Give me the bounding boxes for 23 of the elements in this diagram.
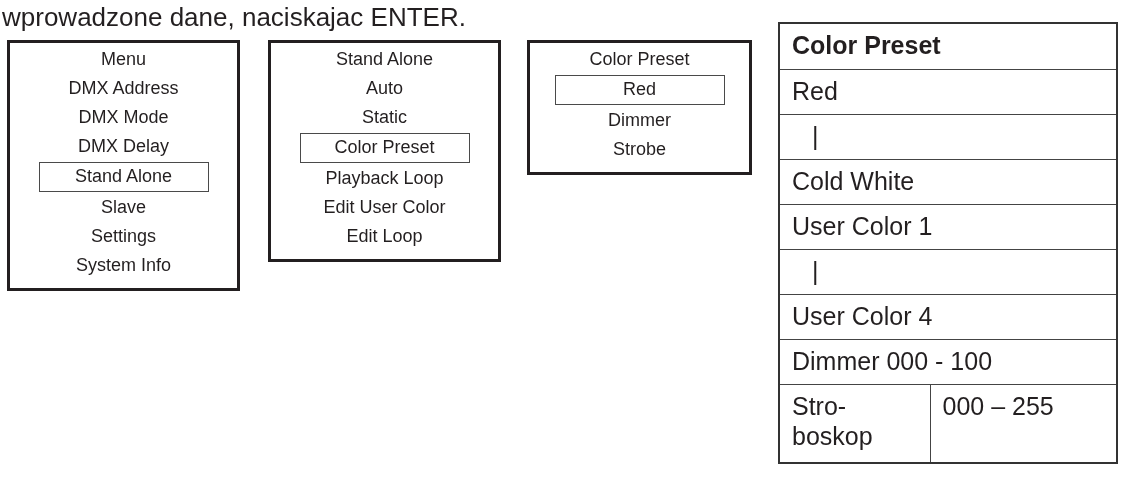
menu-item: Slave — [101, 196, 146, 219]
menu-item: Dimmer — [608, 109, 671, 132]
menu-panel — [268, 40, 501, 262]
instruction-text: wprowadzone dane, naciskajac ENTER. — [2, 2, 466, 32]
menu-panel — [7, 40, 240, 291]
menu-title: Menu — [101, 48, 146, 71]
menu-item: Settings — [90, 225, 156, 248]
menu-item: Edit User Color — [323, 196, 446, 219]
selected-menu-item: Stand Alone — [38, 162, 209, 192]
menu-title: Color Preset — [589, 48, 690, 71]
menu-item: DMX Address — [68, 77, 179, 100]
menu-panel — [527, 40, 752, 175]
menu-item: Auto — [366, 77, 403, 100]
menu-item: Strobe — [612, 138, 666, 161]
menu-title: Stand Alone — [335, 48, 434, 71]
menu-item: Static — [362, 106, 407, 129]
menu-item: Playback Loop — [325, 167, 444, 190]
selected-menu-item: Color Preset — [299, 133, 470, 163]
menu-item: DMX Delay — [78, 135, 169, 158]
selected-menu-item: Red — [554, 75, 725, 105]
menu-item: Edit Loop — [346, 225, 423, 248]
menu-item: DMX Mode — [78, 106, 169, 129]
menu-item: System Info — [75, 254, 171, 277]
